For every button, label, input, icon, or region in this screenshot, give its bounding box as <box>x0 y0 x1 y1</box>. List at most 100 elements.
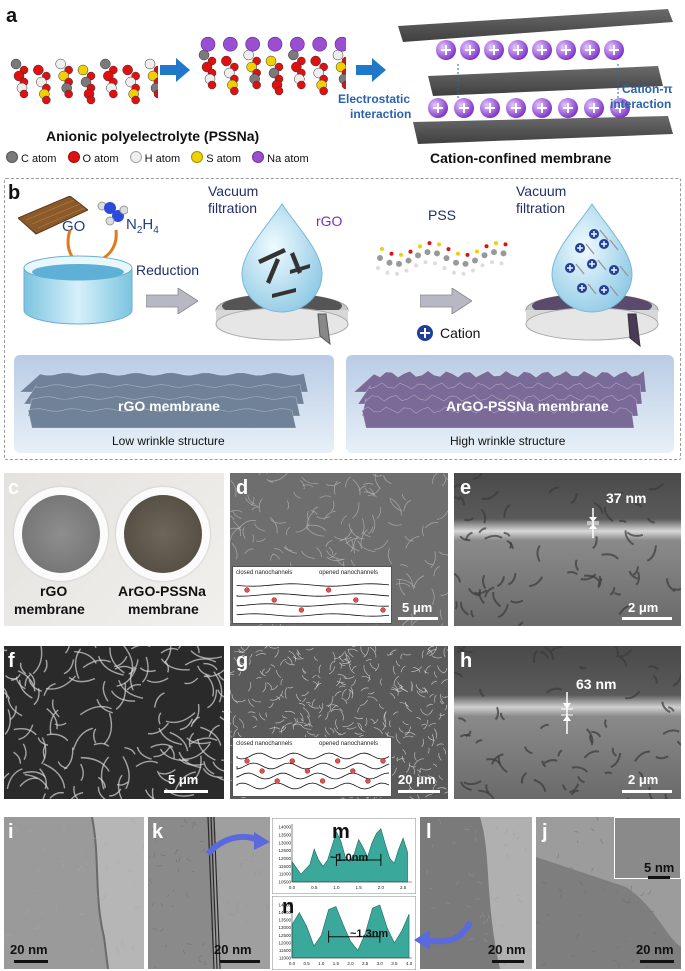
texture-fiber <box>4 772 10 780</box>
panel-i-texture <box>4 817 144 969</box>
texture-fiber <box>34 967 36 969</box>
chain-atom <box>453 259 459 266</box>
c-atom-icon <box>6 151 18 163</box>
panel-g-scale-bar <box>398 790 440 793</box>
texture-fiber <box>369 662 377 670</box>
texture-fiber <box>190 755 202 783</box>
legend-o-atom: O atom <box>82 153 119 165</box>
texture-fiber <box>5 675 18 680</box>
texture-fiber <box>24 773 49 790</box>
texture-fiber <box>454 483 463 489</box>
texture-fiber <box>102 680 109 702</box>
texture-fiber <box>252 534 255 543</box>
texture-fiber <box>426 869 429 875</box>
texture-fiber <box>368 691 375 695</box>
atom <box>42 95 51 105</box>
atom <box>144 58 156 70</box>
reduction-arrow-icon <box>146 288 198 314</box>
texture-fiber <box>507 572 517 586</box>
texture-fiber <box>22 743 27 760</box>
texture-fiber <box>542 882 547 885</box>
texture-fiber <box>442 747 447 755</box>
texture-fiber <box>504 829 508 834</box>
na-atom <box>245 36 260 52</box>
texture-fiber <box>43 683 56 696</box>
texture-fiber <box>441 696 447 699</box>
texture-fiber <box>287 686 294 689</box>
arrow-right-icon <box>160 58 190 82</box>
texture-fiber <box>175 848 179 855</box>
texture-fiber <box>458 717 467 723</box>
texture-fiber <box>261 668 265 675</box>
texture-fiber <box>280 678 284 686</box>
pssna-chain-molecule <box>198 36 346 96</box>
panel-g-opened-label: opened nanochannels <box>319 741 379 747</box>
texture-fiber <box>389 649 397 655</box>
o-atom-icon <box>67 151 80 163</box>
texture-fiber <box>420 708 428 716</box>
texture-fiber <box>360 646 366 656</box>
texture-fiber <box>273 548 284 554</box>
texture-fiber <box>76 868 80 871</box>
texture-fiber <box>318 664 322 674</box>
texture-fiber <box>601 553 619 560</box>
texture-fiber <box>328 706 332 713</box>
x-tick-label: 3.5 <box>391 961 398 966</box>
na-atom <box>290 36 305 52</box>
chain-atom <box>472 257 478 264</box>
texture-fiber <box>158 712 162 725</box>
texture-fiber <box>400 780 405 784</box>
texture-fiber <box>258 473 261 476</box>
texture-fiber <box>402 749 406 755</box>
texture-fiber <box>524 848 527 851</box>
ion-dot <box>365 778 371 784</box>
texture-fiber <box>593 502 604 514</box>
texture-fiber <box>395 689 403 692</box>
texture-fiber <box>571 766 589 773</box>
texture-fiber <box>367 696 378 702</box>
texture-fiber <box>592 536 598 550</box>
panel-c-photo <box>4 473 224 626</box>
panel-a-letter: a <box>6 5 18 27</box>
texture-fiber <box>569 783 580 794</box>
texture-fiber <box>653 931 657 935</box>
texture-fiber <box>503 503 511 518</box>
chain-atom <box>499 261 504 266</box>
texture-fiber <box>383 475 392 485</box>
texture-fiber <box>655 755 669 760</box>
x-tick-label: 1.0 <box>318 961 325 966</box>
texture-fiber <box>80 756 110 772</box>
texture-fiber <box>532 649 539 664</box>
panel-b-letter: b <box>8 182 21 204</box>
texture-fiber <box>85 861 88 866</box>
texture-fiber <box>97 776 106 789</box>
texture-fiber <box>160 853 166 856</box>
texture-fiber <box>330 705 338 713</box>
texture-fiber <box>372 473 383 477</box>
texture-fiber <box>334 652 345 660</box>
panel-l-scale-bar <box>492 960 524 963</box>
texture-fiber <box>32 646 43 675</box>
y-tick-label: 12500 <box>278 848 291 853</box>
texture-fiber <box>216 776 224 781</box>
atom <box>243 49 254 61</box>
texture-fiber <box>583 750 600 759</box>
texture-fiber <box>415 684 420 690</box>
texture-fiber <box>328 547 334 555</box>
texture-fiber <box>352 479 361 496</box>
texture-fiber <box>470 610 475 618</box>
texture-fiber <box>393 711 399 716</box>
texture-fiber <box>44 870 46 874</box>
texture-fiber <box>212 761 224 772</box>
texture-fiber <box>648 786 654 799</box>
texture-fiber <box>342 722 354 728</box>
texture-fiber <box>270 519 286 524</box>
texture-fiber <box>403 499 412 512</box>
texture-fiber <box>326 704 339 707</box>
legend-s-atom: S atom <box>206 153 242 165</box>
texture-fiber <box>395 733 401 745</box>
texture-fiber <box>129 666 136 691</box>
texture-fiber <box>439 714 446 716</box>
panel-f-sem <box>4 646 224 799</box>
chain-atom <box>395 271 399 276</box>
